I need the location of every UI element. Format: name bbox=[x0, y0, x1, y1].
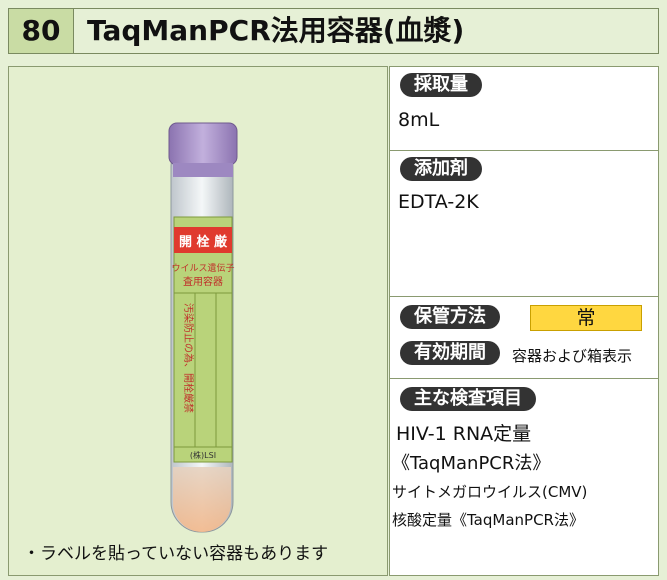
photo-panel: 開 栓 厳 ウイルス遺伝子 査用容器 汚染防止の為、開栓厳禁 (株)LSI ・ラ… bbox=[8, 66, 388, 576]
page-title: TaqManPCR法用容器(血漿) bbox=[87, 14, 465, 47]
tube-gel bbox=[173, 467, 231, 532]
test-item: 核酸定量《TaqManPCR法》 bbox=[392, 511, 584, 529]
title-bar: 80 TaqManPCR法用容器(血漿) bbox=[8, 8, 659, 54]
expiry-label: 有効期間 bbox=[400, 341, 500, 365]
tube-cap bbox=[168, 122, 238, 166]
storage-label: 保管方法 bbox=[400, 305, 500, 329]
tube-label-footer: (株)LSI bbox=[190, 450, 216, 460]
tube-label-warning: 汚染防止の為、開栓厳禁 bbox=[182, 303, 195, 413]
volume-label: 採取量 bbox=[400, 73, 482, 97]
tube-label-line1: ウイルス遺伝子 bbox=[171, 262, 234, 274]
test-item: 《TaqManPCR法》 bbox=[392, 453, 551, 474]
test-item: サイトメガロウイルス(CMV) bbox=[392, 483, 588, 501]
tube-label-top: 開 栓 厳 bbox=[179, 234, 228, 250]
tube-label-line2: 査用容器 bbox=[183, 275, 223, 288]
additive-value: EDTA-2K bbox=[398, 191, 479, 213]
storage-section: 保管方法 常 有効期間 容器および箱表示 bbox=[390, 297, 658, 379]
storage-value: 常 bbox=[530, 305, 642, 331]
additive-section: 添加剤 EDTA-2K bbox=[390, 151, 658, 297]
note-text: ・ラベルを貼っていない容器もあります bbox=[23, 544, 329, 564]
tube-illustration: 開 栓 厳 ウイルス遺伝子 査用容器 汚染防止の為、開栓厳禁 (株)LSI bbox=[168, 122, 238, 533]
test-item: HIV-1 RNA定量 bbox=[396, 423, 532, 445]
item-number: 80 bbox=[9, 9, 74, 53]
volume-section: 採取量 8mL bbox=[390, 67, 658, 151]
tube-label-red-band bbox=[174, 227, 232, 253]
spec-panel: 採取量 8mL 添加剤 EDTA-2K 保管方法 常 有効期間 容器および箱表示… bbox=[389, 66, 659, 576]
additive-label: 添加剤 bbox=[400, 157, 482, 181]
tube-label bbox=[173, 216, 233, 463]
tube-cap-ring bbox=[173, 163, 233, 177]
tests-label: 主な検査項目 bbox=[400, 387, 536, 411]
expiry-value: 容器および箱表示 bbox=[512, 347, 633, 365]
tests-section: 主な検査項目 HIV-1 RNA定量 《TaqManPCR法》 サイトメガロウイ… bbox=[390, 379, 658, 575]
volume-value: 8mL bbox=[398, 109, 440, 131]
